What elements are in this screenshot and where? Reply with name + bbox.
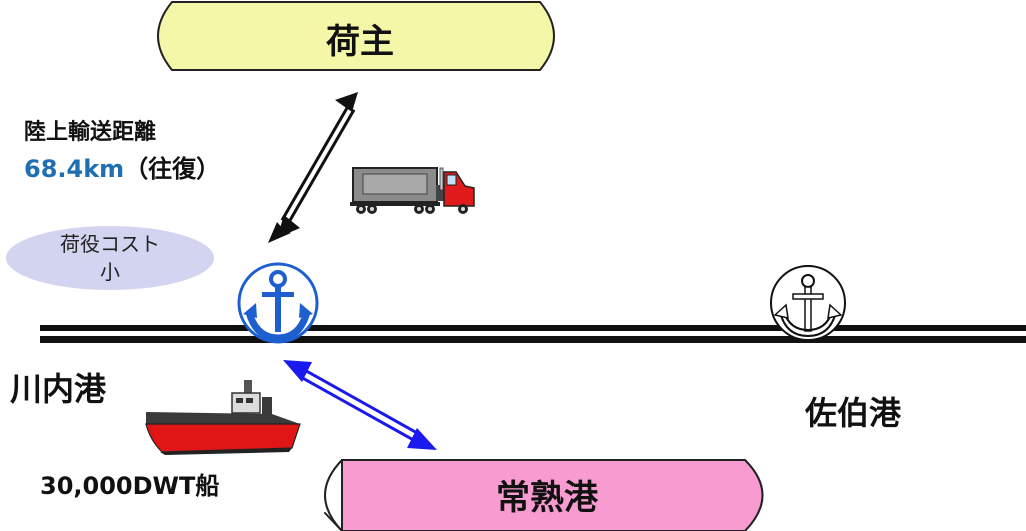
saiki-port-label: 佐伯港 bbox=[805, 394, 902, 432]
truck-icon bbox=[350, 167, 475, 214]
distance-number: 68.4km bbox=[24, 155, 125, 183]
ship-icon bbox=[145, 380, 301, 455]
handling-cost-bubble bbox=[6, 226, 214, 290]
land-distance-title: 陸上輸送距離 bbox=[24, 120, 157, 145]
jojuku-port-label: 常熟港 bbox=[496, 478, 598, 518]
distance-suffix: （往復） bbox=[124, 155, 221, 183]
shoreline bbox=[40, 325, 1026, 343]
land-distance-value: 68.4km（往復） bbox=[24, 149, 220, 184]
handling-cost-line2: 小 bbox=[100, 260, 120, 284]
shipper-bubble bbox=[157, 0, 555, 71]
sendai-port-label: 川内港 bbox=[10, 370, 107, 408]
land-route-arrow bbox=[268, 92, 358, 243]
jojuku-port-bubble bbox=[324, 459, 764, 531]
ship-label: 30,000DWT船 bbox=[40, 472, 220, 500]
sea-route-arrow bbox=[283, 360, 437, 450]
sendai-anchor-icon bbox=[237, 262, 319, 344]
handling-cost-text: 荷役コスト 小 bbox=[10, 230, 210, 286]
shipper-label: 荷主 bbox=[326, 22, 394, 62]
handling-cost-line1: 荷役コスト bbox=[60, 232, 160, 256]
saiki-anchor-icon bbox=[770, 265, 846, 341]
